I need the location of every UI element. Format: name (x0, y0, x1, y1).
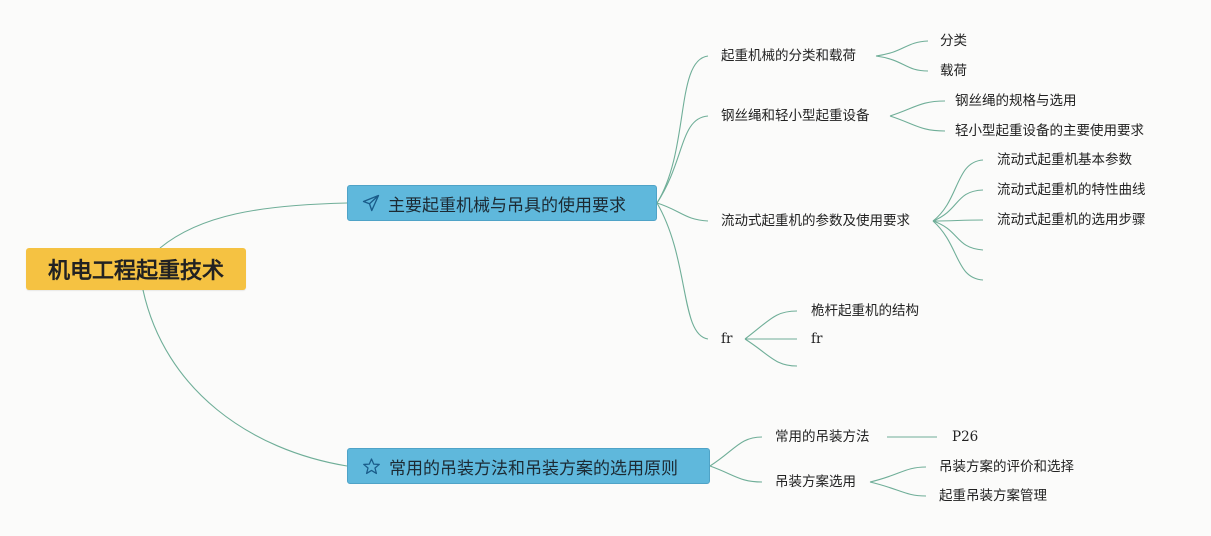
link-sub1-leaf2 (875, 55, 929, 72)
link-sub2-leaf2 (889, 115, 946, 132)
link-sub4-leaf1 (744, 310, 798, 340)
leaf-light-equipment-requirements[interactable]: 轻小型起重设备的主要使用要求 (955, 123, 1144, 139)
leaf-p26[interactable]: P26 (952, 429, 979, 445)
leaf-mobile-crane-params[interactable]: 流动式起重机基本参数 (997, 152, 1132, 168)
branch-main-lifting-machinery[interactable]: 主要起重机械与吊具的使用要求 (347, 185, 657, 221)
branch-main-hoisting-methods[interactable]: 常用的吊装方法和吊装方案的选用原则 (347, 448, 710, 484)
leaf-plan-evaluation[interactable]: 吊装方案的评价和选择 (939, 459, 1074, 475)
leaf-wire-rope-spec[interactable]: 钢丝绳的规格与选用 (955, 93, 1077, 109)
link-root-branch-2 (142, 289, 348, 467)
leaf-mobile-crane-selection[interactable]: 流动式起重机的选用步骤 (997, 212, 1146, 228)
link-b1-sub2 (656, 115, 709, 204)
link-b2sub2-leaf1 (869, 466, 927, 483)
link-sub2-leaf1 (889, 100, 946, 117)
link-b2-sub2 (709, 465, 763, 483)
root-topic[interactable]: 机电工程起重技术 (26, 248, 246, 290)
leaf-classification[interactable]: 分类 (940, 33, 967, 49)
subtopic-wire-rope-equipment[interactable]: 钢丝绳和轻小型起重设备 (721, 108, 870, 124)
leaf-mast-crane-structure[interactable]: 桅杆起重机的结构 (811, 303, 919, 319)
link-b1-sub1 (656, 55, 709, 204)
subtopic-common-hoisting-methods[interactable]: 常用的吊装方法 (775, 429, 870, 445)
link-sub4-leaf3 (744, 338, 798, 367)
subtopic-fr[interactable]: fr (721, 331, 733, 347)
subtopic-mobile-crane[interactable]: 流动式起重机的参数及使用要求 (721, 213, 910, 229)
root-topic-label: 机电工程起重技术 (47, 259, 224, 284)
star-icon (363, 457, 380, 474)
subtopic-hoisting-plan-selection[interactable]: 吊装方案选用 (775, 474, 856, 490)
link-sub3-leaf1 (932, 159, 984, 222)
link-root-branch-1 (159, 202, 348, 249)
leaf-mobile-crane-curve[interactable]: 流动式起重机的特性曲线 (997, 182, 1146, 198)
branch-label: 主要起重机械与吊具的使用要求 (388, 195, 626, 216)
paper-plane-icon (362, 194, 380, 212)
link-sub1-leaf1 (875, 40, 929, 57)
link-sub3-leaf5 (932, 220, 984, 281)
link-b2-sub1 (709, 436, 763, 467)
branch-label: 常用的吊装方法和吊装方案的选用原则 (389, 458, 678, 479)
link-b1-sub3 (656, 202, 709, 222)
link-b1-sub4 (656, 202, 709, 340)
leaf-load[interactable]: 载荷 (940, 63, 967, 79)
link-sub3-leaf3 (932, 219, 984, 222)
link-sub3-leaf2 (932, 189, 984, 222)
link-sub3-leaf4 (932, 220, 984, 251)
link-b2sub2-leaf2 (869, 481, 927, 497)
leaf-plan-management[interactable]: 起重吊装方案管理 (939, 488, 1047, 504)
subtopic-classification-load[interactable]: 起重机械的分类和载荷 (721, 48, 856, 64)
leaf-fr[interactable]: fr (811, 331, 823, 347)
